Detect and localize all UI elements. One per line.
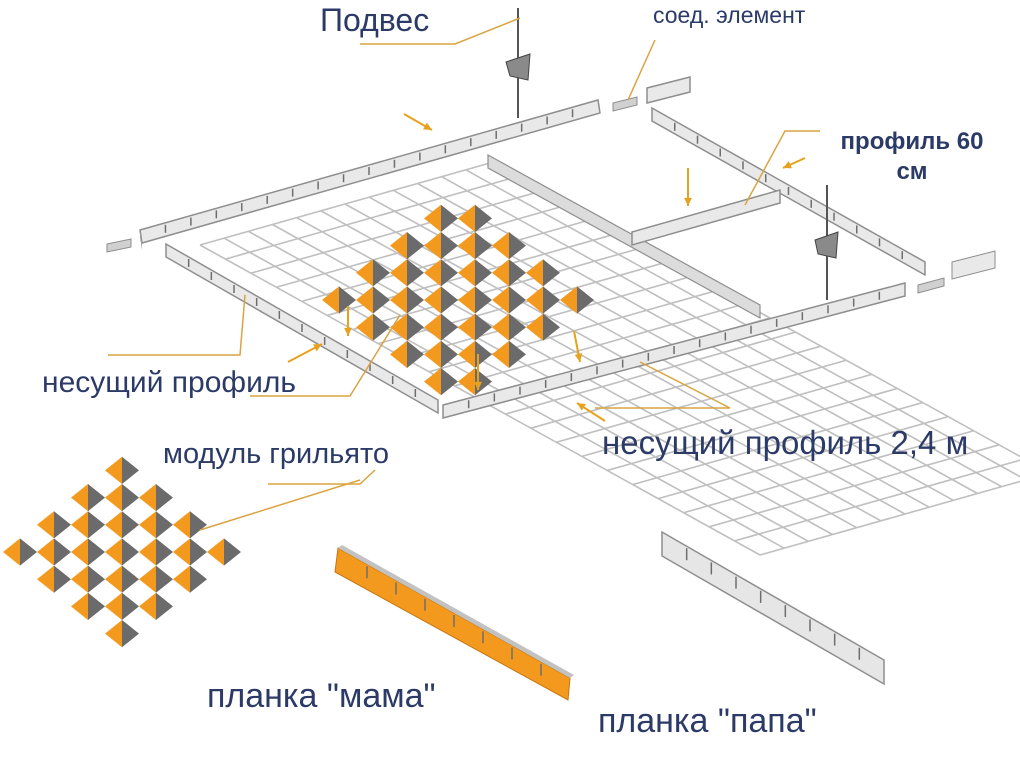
grilyato-module xyxy=(322,204,594,396)
hanger xyxy=(814,185,839,300)
carrier-profile-bottom xyxy=(442,282,906,419)
leader-lines xyxy=(108,17,820,531)
profile-slots xyxy=(164,109,574,233)
carrier-profile-left xyxy=(165,242,439,415)
label-profile-60cm: профиль 60 см xyxy=(840,128,984,185)
label-carrier-profile-2-4m: несущий профиль 2,4 м xyxy=(602,424,969,461)
label-hanger: Подвес xyxy=(320,2,430,38)
label-carrier-profile: несущий профиль xyxy=(42,366,296,399)
connector-piece xyxy=(106,238,132,253)
cross-profile-60cm xyxy=(631,189,781,246)
plank-papa xyxy=(661,530,885,686)
label-grilyato-module: модуль грильято xyxy=(163,438,390,470)
profile-slots xyxy=(467,291,881,409)
label-connector: соед. элемент xyxy=(653,2,806,28)
carrier-profile-top xyxy=(139,99,601,250)
assembly-arrows xyxy=(287,113,806,422)
connector-piece xyxy=(917,277,945,294)
plank-mama xyxy=(334,545,574,701)
hanger xyxy=(505,8,531,118)
plank-slots xyxy=(685,548,861,660)
profile-slots xyxy=(187,259,417,397)
connector-piece xyxy=(612,96,638,112)
carrier-profile-right xyxy=(646,76,926,277)
label-plank-mama: планка "мама" xyxy=(207,677,436,715)
profile-slots xyxy=(674,122,903,260)
label-plank-papa: планка "папа" xyxy=(598,702,817,740)
plank-slots xyxy=(366,566,542,676)
connector-piece xyxy=(951,250,996,280)
middle-profile xyxy=(487,153,761,320)
grilyato-module-detail xyxy=(3,456,241,648)
